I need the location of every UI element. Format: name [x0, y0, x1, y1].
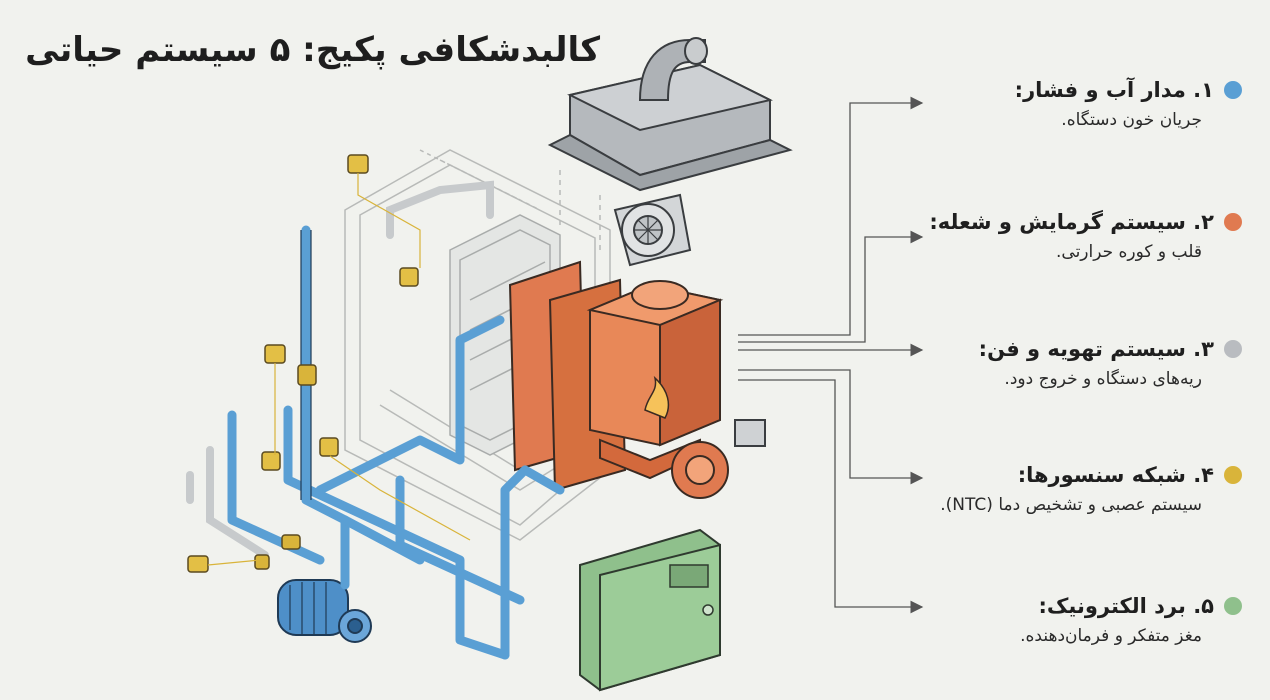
system-water: ۱. مدار آب و فشار: جریان خون دستگاه. [912, 78, 1242, 130]
sensors-dot-icon [1224, 466, 1242, 484]
system-label: ۵. برد الکترونیک: [1038, 594, 1215, 618]
flue-hood [547, 37, 793, 192]
system-desc: سیستم عصبی و تشخیص دما (NTC). [940, 495, 1202, 515]
system-label: ۴. شبکه سنسورها: [1017, 463, 1214, 487]
water-pipes [227, 225, 565, 660]
combustion-chamber [508, 260, 724, 492]
system-heating: ۲. سیستم گرمایش و شعله: قلب و کوره حرارت… [912, 210, 1242, 262]
sensors [187, 154, 419, 573]
heating-dot-icon [1224, 213, 1242, 231]
blower-fan [613, 193, 692, 267]
grey-pipes [186, 180, 494, 559]
system-label: ۳. سیستم تهویه و فن: [978, 337, 1214, 361]
control-board [579, 528, 721, 692]
water-pump [277, 579, 372, 643]
system-label: ۱. مدار آب و فشار: [1014, 78, 1214, 102]
burner-motor [671, 419, 766, 499]
sensor-wires [207, 173, 471, 566]
system-board: ۵. برد الکترونیک: مغز متفکر و فرمان‌دهند… [912, 594, 1242, 646]
water-dot-icon [1224, 81, 1242, 99]
system-desc: قلب و کوره حرارتی. [1056, 242, 1202, 262]
board-dot-icon [1224, 597, 1242, 615]
valves [254, 364, 317, 570]
ventilation-dot-icon [1224, 340, 1242, 358]
system-label: ۲. سیستم گرمایش و شعله: [929, 210, 1214, 234]
system-desc: جریان خون دستگاه. [1061, 110, 1202, 130]
system-desc: ریه‌های دستگاه و خروج دود. [1004, 369, 1202, 389]
leader-lines [738, 96, 924, 614]
page-title: کالبدشکافی پکیج: ۵ سیستم حیاتی [25, 30, 600, 70]
system-ventilation: ۳. سیستم تهویه و فن: ریه‌های دستگاه و خر… [912, 337, 1242, 389]
system-desc: مغز متفکر و فرمان‌دهنده. [1020, 626, 1202, 646]
system-sensors: ۴. شبکه سنسورها: سیستم عصبی و تشخیص دما … [912, 463, 1242, 515]
